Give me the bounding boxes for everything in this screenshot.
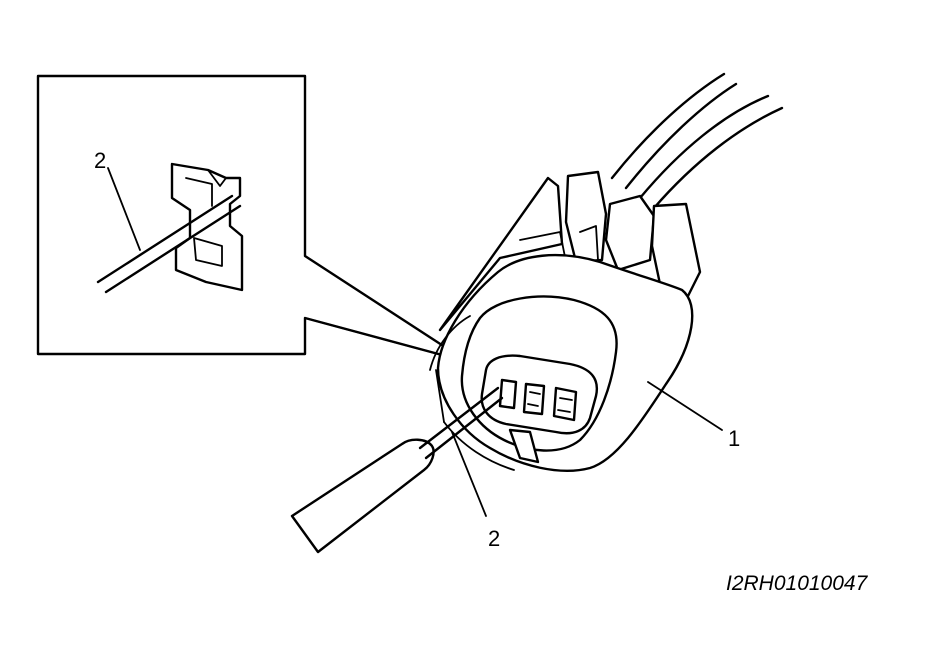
inset-frame: [36, 74, 470, 364]
connector-callout-label: 1: [728, 426, 740, 451]
probe-callout-leader: [451, 431, 487, 517]
inset-callout-leader: [107, 167, 141, 251]
connector-body: [429, 170, 702, 472]
inset-probe-pin: [96, 194, 242, 294]
inset-detail: [36, 74, 470, 364]
harness-wires: [610, 72, 784, 210]
connector-callout-leader: [647, 381, 723, 431]
figure-code: I2RH01010047: [726, 572, 869, 595]
inset-probe-callout-label: 2: [94, 148, 106, 173]
main-probe: [290, 386, 504, 554]
probe-callout-label: 2: [488, 526, 500, 551]
